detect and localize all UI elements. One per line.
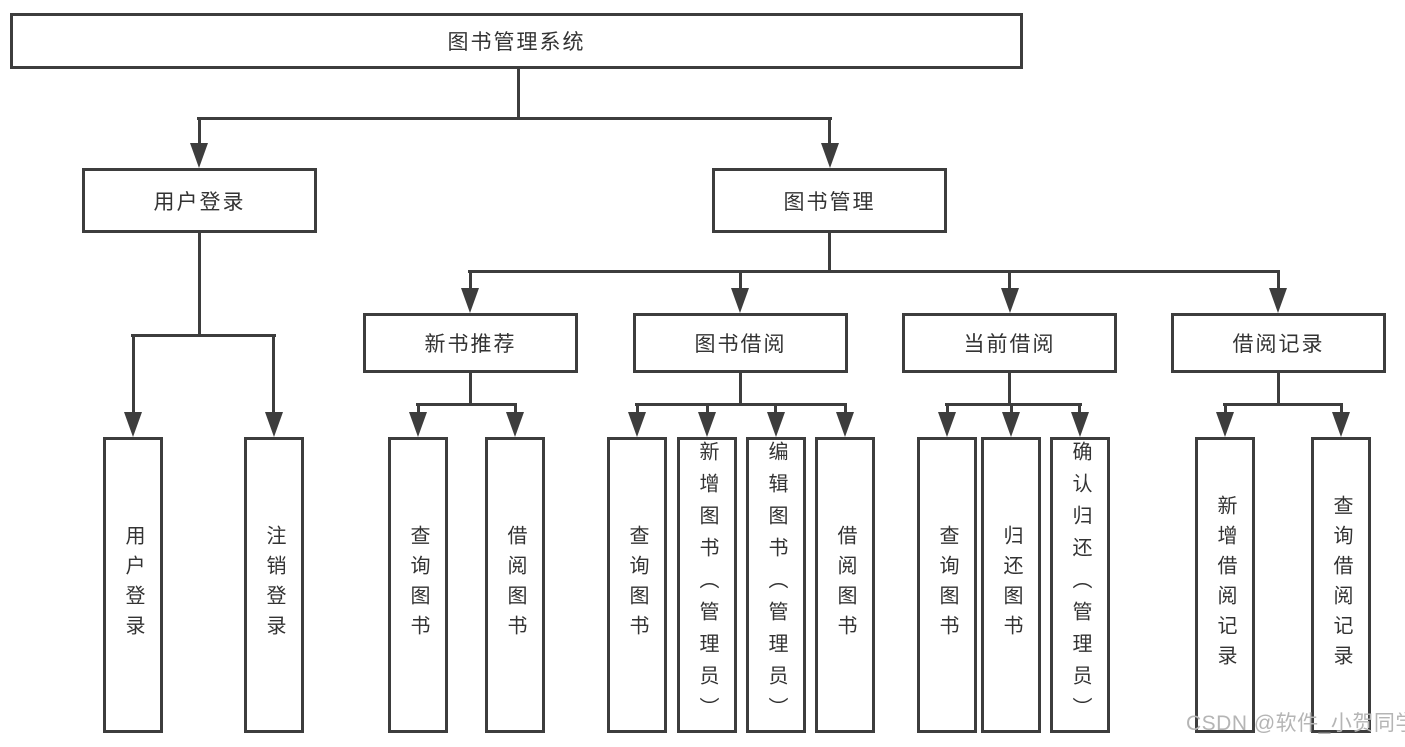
connector-hline [468, 270, 1280, 273]
node-borrowing-records: 借阅记录 [1171, 313, 1386, 373]
watermark: CSDN @软件_小贺同学 [1186, 712, 1405, 735]
connector-hline [1223, 403, 1343, 406]
arrow-down-icon [265, 412, 283, 437]
connector-vline [844, 403, 847, 415]
connector-vline [198, 117, 201, 146]
leaf-label: 查询借阅记录 [1330, 495, 1352, 675]
connector-hline [197, 117, 832, 120]
leaf-label: 查询图书 [407, 525, 429, 645]
connector-hline [416, 403, 517, 406]
leaf-query-borrow-record: 查询借阅记录 [1311, 437, 1371, 733]
arrow-down-icon [1332, 412, 1350, 437]
leaf-confirm-return-admin: 确认归还（管理员） [1050, 437, 1110, 733]
node-user-login: 用户登录 [82, 168, 317, 233]
leaf-borrow-books: 借阅图书 [815, 437, 875, 733]
leaf-label: 新增图书（管理员） [696, 441, 718, 729]
node-current-borrowing: 当前借阅 [902, 313, 1117, 373]
arrow-down-icon [698, 412, 716, 437]
leaf-query-books-current: 查询图书 [917, 437, 977, 733]
arrow-down-icon [409, 412, 427, 437]
connector-vline [517, 69, 520, 120]
connector-vline [1078, 403, 1081, 415]
node-root-system: 图书管理系统 [10, 13, 1023, 69]
arrow-down-icon [821, 143, 839, 168]
leaf-label: 编辑图书（管理员） [765, 441, 787, 729]
leaf-edit-books-admin: 编辑图书（管理员） [746, 437, 806, 733]
connector-vline [1008, 270, 1011, 291]
leaf-query-books-borrowing: 查询图书 [607, 437, 667, 733]
leaf-label: 注销登录 [263, 525, 285, 645]
leaf-user-login: 用户登录 [103, 437, 163, 733]
node-book-management: 图书管理 [712, 168, 947, 233]
leaf-label: 归还图书 [1000, 525, 1022, 645]
connector-vline [469, 373, 472, 406]
arrow-down-icon [1269, 288, 1287, 313]
connector-vline [828, 233, 831, 273]
leaf-label: 借阅图书 [504, 525, 526, 645]
leaf-add-borrow-record: 新增借阅记录 [1195, 437, 1255, 733]
arrow-down-icon [731, 288, 749, 313]
arrow-down-icon [1002, 412, 1020, 437]
connector-vline [706, 403, 709, 415]
leaf-label: 查询图书 [626, 525, 648, 645]
arrow-down-icon [1001, 288, 1019, 313]
arrow-down-icon [190, 143, 208, 168]
connector-vline [1277, 373, 1280, 406]
node-new-book-recommend: 新书推荐 [363, 313, 578, 373]
arrow-down-icon [938, 412, 956, 437]
leaf-borrow-books-recommend: 借阅图书 [485, 437, 545, 733]
arrow-down-icon [461, 288, 479, 313]
connector-vline [1340, 403, 1343, 415]
leaf-query-books-recommend: 查询图书 [388, 437, 448, 733]
connector-hline [131, 334, 276, 337]
connector-vline [417, 403, 420, 415]
connector-vline [739, 373, 742, 406]
arrow-down-icon [124, 412, 142, 437]
connector-vline [1010, 403, 1013, 415]
leaf-label: 新增借阅记录 [1214, 495, 1236, 675]
leaf-label: 确认归还（管理员） [1069, 441, 1091, 729]
connector-vline [636, 403, 639, 415]
leaf-add-books-admin: 新增图书（管理员） [677, 437, 737, 733]
connector-vline [272, 334, 275, 415]
leaf-logout: 注销登录 [244, 437, 304, 733]
connector-vline [1224, 403, 1227, 415]
arrow-down-icon [767, 412, 785, 437]
connector-hline [635, 403, 847, 406]
connector-vline [1277, 270, 1280, 291]
connector-vline [198, 233, 201, 337]
leaf-return-books: 归还图书 [981, 437, 1041, 733]
node-book-borrowing: 图书借阅 [633, 313, 848, 373]
arrow-down-icon [628, 412, 646, 437]
leaf-label: 借阅图书 [834, 525, 856, 645]
connector-vline [514, 403, 517, 415]
arrow-down-icon [506, 412, 524, 437]
connector-vline [469, 270, 472, 291]
leaf-label: 用户登录 [122, 525, 144, 645]
connector-vline [828, 117, 831, 146]
arrow-down-icon [836, 412, 854, 437]
connector-hline [945, 403, 1082, 406]
connector-vline [739, 270, 742, 291]
leaf-label: 查询图书 [936, 525, 958, 645]
connector-vline [1008, 373, 1011, 406]
arrow-down-icon [1216, 412, 1234, 437]
connector-vline [946, 403, 949, 415]
connector-vline [132, 334, 135, 415]
connector-vline [774, 403, 777, 415]
arrow-down-icon [1071, 412, 1089, 437]
